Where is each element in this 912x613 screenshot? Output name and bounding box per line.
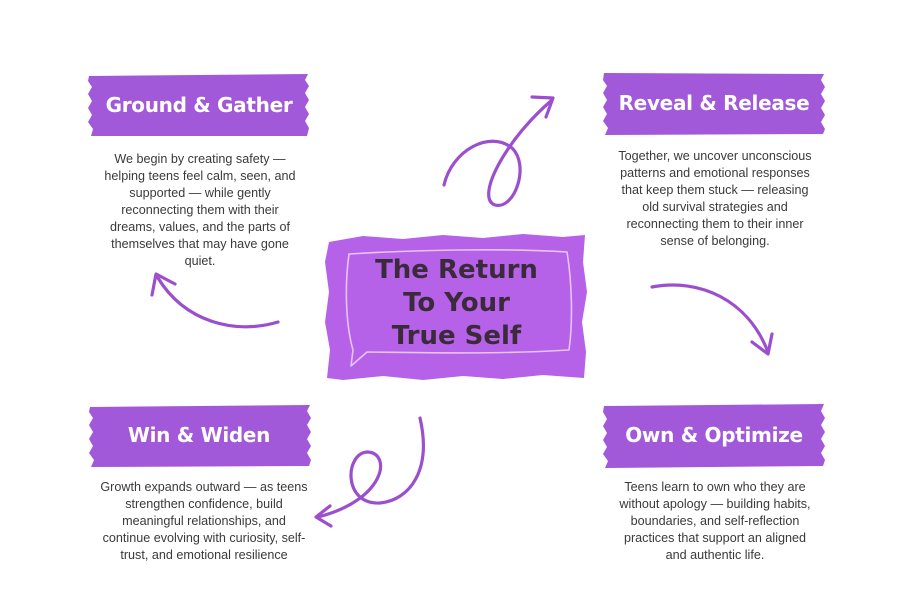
- loop-arrow-bottom: [316, 416, 425, 519]
- step-description: Together, we uncover unconscious pattern…: [618, 149, 812, 248]
- step-banner-win-widen: Win & Widen: [86, 402, 312, 468]
- curve-arrow-right: [650, 283, 770, 354]
- step-banner-own-optimize: Own & Optimize: [601, 402, 827, 468]
- step-description: Teens learn to own who they are without …: [619, 480, 811, 562]
- center-title-line: To Your: [403, 288, 510, 318]
- banner-shape: [88, 74, 309, 136]
- curve-arrow-left: [156, 276, 280, 329]
- arrowhead-right: [750, 332, 774, 356]
- step-title: Win & Widen: [127, 423, 271, 447]
- step-banner-reveal-release: Reveal & Release: [601, 70, 827, 136]
- step-title: Ground & Gather: [105, 93, 293, 117]
- center-bubble-shape: [325, 234, 587, 380]
- step-description: We begin by creating safety — helping te…: [104, 152, 296, 268]
- center-title-line: True Self: [391, 321, 522, 351]
- step-banner-ground-gather: Ground & Gather: [86, 72, 312, 138]
- step-description: Growth expands outward — as teens streng…: [100, 480, 308, 562]
- arrowhead-left: [150, 272, 177, 297]
- step-title: Reveal & Release: [618, 91, 810, 115]
- center-title: The Return To Your True Self: [323, 254, 590, 353]
- arrowhead-top: [530, 95, 555, 119]
- banner-shape: [89, 405, 311, 467]
- step-title: Own & Optimize: [625, 423, 803, 447]
- loop-arrow-top: [442, 98, 554, 207]
- center-title-line: The Return: [375, 255, 538, 285]
- banner-shape: [603, 404, 825, 468]
- center-node: The Return To Your True Self: [323, 232, 590, 382]
- banner-shape: [603, 73, 825, 135]
- arrowhead-bottom: [314, 504, 333, 528]
